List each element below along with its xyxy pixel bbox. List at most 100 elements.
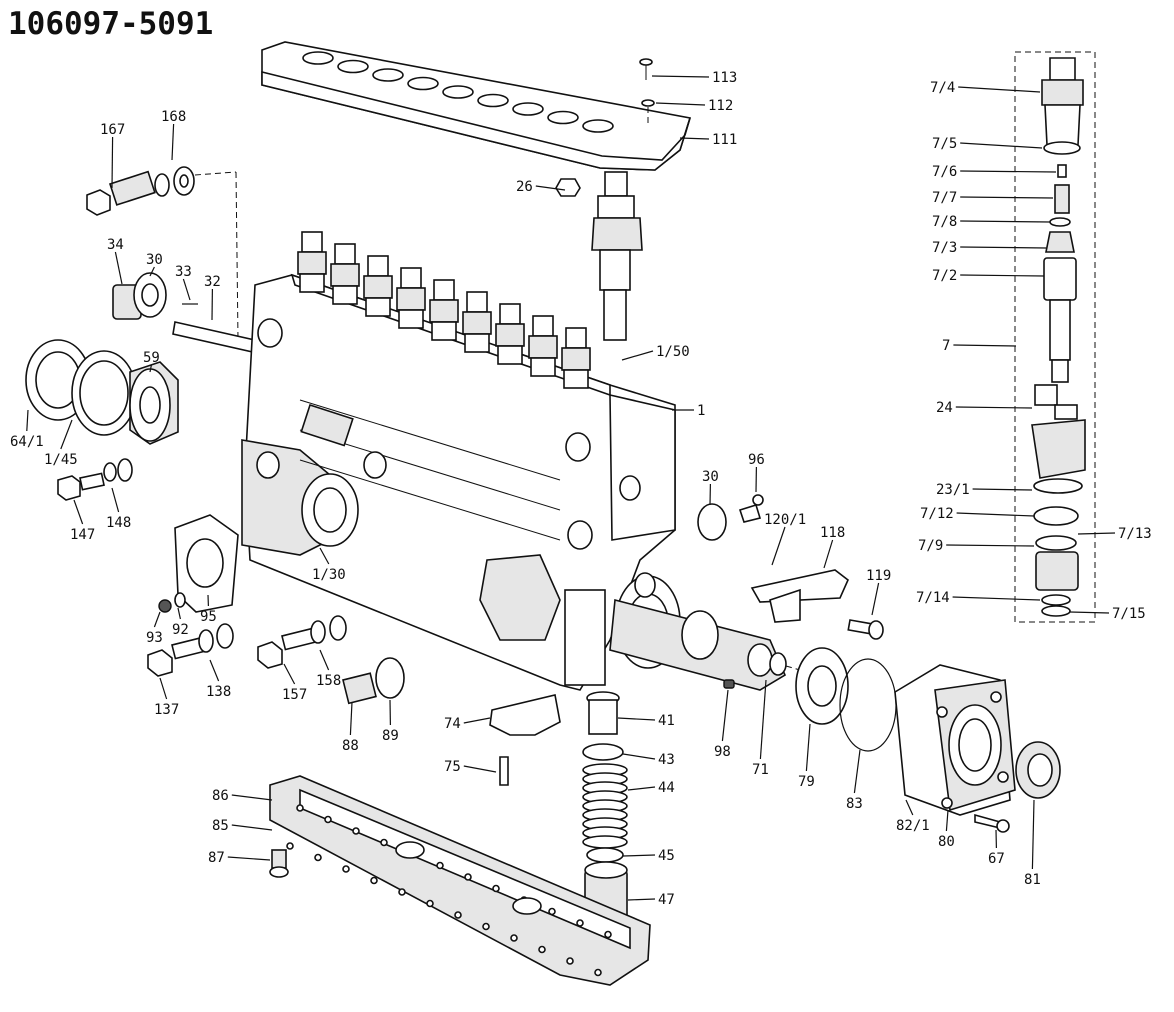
callout-92: 92 xyxy=(172,622,189,638)
bolt-87 xyxy=(269,849,289,878)
callout-7_3: 7/3 xyxy=(932,240,957,256)
callout-111: 111 xyxy=(712,132,737,148)
leader-33 xyxy=(182,278,191,301)
leader-23_1 xyxy=(972,488,1033,491)
leader-7_14 xyxy=(952,596,1041,601)
leader-7_6 xyxy=(960,170,1057,173)
leader-79 xyxy=(805,723,811,772)
plug-88 xyxy=(342,657,405,705)
leader-1_30 xyxy=(319,547,330,565)
callout-7_5: 7/5 xyxy=(932,136,957,152)
callout-80: 80 xyxy=(938,834,955,850)
callout-43: 43 xyxy=(658,752,675,768)
callout-96: 96 xyxy=(748,452,765,468)
leader-34 xyxy=(114,251,123,285)
leader-92 xyxy=(177,607,181,620)
callout-59: 59 xyxy=(143,350,160,366)
callout-7_13: 7/13 xyxy=(1118,526,1152,542)
bottom-cover-plate xyxy=(269,775,651,986)
callout-93: 93 xyxy=(146,630,163,646)
leader-7_13 xyxy=(1077,532,1116,535)
leader-83 xyxy=(853,749,861,794)
callout-158: 158 xyxy=(316,673,341,689)
leader-85 xyxy=(231,824,273,831)
leader-7_9 xyxy=(946,544,1035,547)
o-ring-83 xyxy=(839,658,897,752)
callout-81: 81 xyxy=(1024,872,1041,888)
callout-7_7: 7/7 xyxy=(932,190,957,206)
callout-7_2: 7/2 xyxy=(932,268,957,284)
callout-24: 24 xyxy=(936,400,953,416)
callout-89: 89 xyxy=(382,728,399,744)
callout-82_1: 82/1 xyxy=(896,818,930,834)
drawing-number: 106097-5091 xyxy=(8,6,214,42)
leader-93 xyxy=(153,611,161,628)
leader-112 xyxy=(655,102,706,106)
leader-30a xyxy=(149,266,155,277)
leader-138 xyxy=(209,659,220,682)
leader-1_45 xyxy=(60,419,73,450)
callout-168: 168 xyxy=(161,109,186,125)
callout-7_6: 7/6 xyxy=(932,164,957,180)
callout-74: 74 xyxy=(444,716,461,732)
callout-64_1: 64/1 xyxy=(10,434,44,450)
callout-33: 33 xyxy=(175,264,192,280)
callout-67: 67 xyxy=(988,851,1005,867)
callout-41: 41 xyxy=(658,713,675,729)
callout-148: 148 xyxy=(106,515,131,531)
callout-119: 119 xyxy=(866,568,891,584)
leader-137 xyxy=(159,677,168,700)
callout-7_8: 7/8 xyxy=(932,214,957,230)
callout-26: 26 xyxy=(516,179,533,195)
camshaft xyxy=(609,598,801,691)
leader-74 xyxy=(463,717,491,724)
oil-seal-81 xyxy=(1015,741,1061,799)
leader-43 xyxy=(622,753,656,760)
callout-47: 47 xyxy=(658,892,675,908)
bolt-147 xyxy=(57,458,133,501)
callout-88: 88 xyxy=(342,738,359,754)
screw-113 xyxy=(639,58,655,125)
callout-7_12: 7/12 xyxy=(920,506,954,522)
callout-98: 98 xyxy=(714,744,731,760)
callout-75: 75 xyxy=(444,759,461,775)
leader-119 xyxy=(871,582,880,616)
leader-45 xyxy=(622,854,656,857)
leader-7_4 xyxy=(958,86,1041,93)
leader-113 xyxy=(651,75,710,78)
governor-flange xyxy=(894,664,1016,816)
leader-7_8 xyxy=(960,220,1051,223)
lever-118 xyxy=(750,569,849,623)
bolt-119 xyxy=(847,619,884,640)
callout-32: 32 xyxy=(204,274,221,290)
leader-7_15 xyxy=(1069,611,1110,614)
leader-148 xyxy=(111,487,120,513)
callout-85: 85 xyxy=(212,818,229,834)
callout-44: 44 xyxy=(658,780,675,796)
screw-96 xyxy=(738,494,764,523)
half-ring-74 xyxy=(489,694,561,786)
bearing-59 xyxy=(25,339,179,445)
leader-111 xyxy=(679,137,710,140)
leader-7_3 xyxy=(960,246,1047,249)
callout-1_30: 1/30 xyxy=(312,567,346,583)
callout-157: 157 xyxy=(282,687,307,703)
callout-138: 138 xyxy=(206,684,231,700)
callout-137: 137 xyxy=(154,702,179,718)
bolt-167 xyxy=(86,166,239,341)
leader-7_5 xyxy=(960,142,1043,149)
callout-7_15: 7/15 xyxy=(1112,606,1146,622)
leader-87 xyxy=(227,856,271,861)
callout-1: 1 xyxy=(697,403,705,419)
leader-lines xyxy=(26,75,1116,901)
screw-67 xyxy=(974,813,1010,833)
leader-120_1 xyxy=(771,526,786,566)
top-cover-plate xyxy=(261,41,692,171)
callout-7_14: 7/14 xyxy=(916,590,950,606)
screw-93 xyxy=(158,592,186,613)
leader-24 xyxy=(955,406,1033,409)
leader-147 xyxy=(73,499,84,525)
leader-7_12 xyxy=(956,512,1035,517)
callout-79: 79 xyxy=(798,774,815,790)
leader-98 xyxy=(721,689,729,742)
